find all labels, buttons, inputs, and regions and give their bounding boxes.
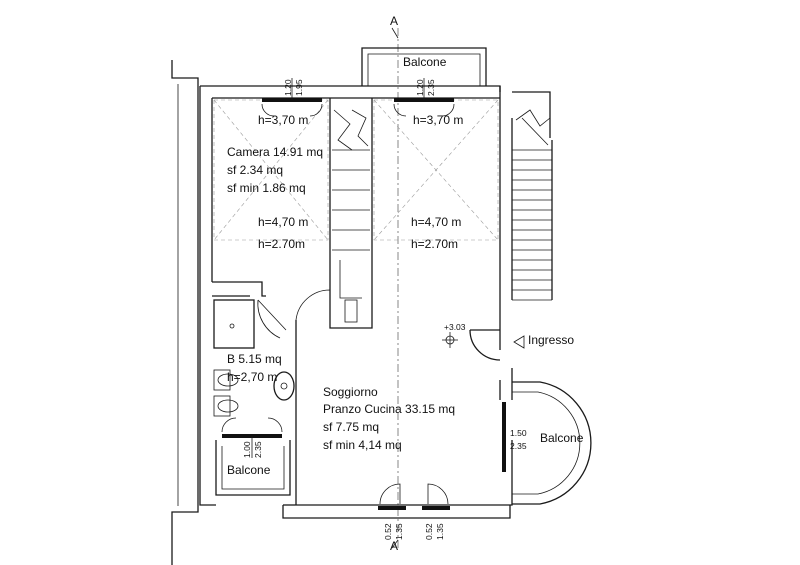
- balcony-bathroom: [215, 440, 291, 496]
- label-camera-2: sf 2.34 mq: [227, 163, 283, 177]
- dim-w-bagno-1: 1.00: [242, 441, 252, 458]
- label-camera-1: Camera 14.91 mq: [227, 145, 323, 159]
- dim-w-top-mid-1: 1.20: [415, 79, 425, 96]
- balcony-right: [512, 381, 592, 505]
- label-h-top-left: h=3,70 m: [258, 113, 308, 127]
- label-soggiorno-h1: h=4,70 m: [411, 215, 461, 229]
- dim-w-right-1: 1.50: [510, 428, 527, 438]
- dim-w-bagno-2: 2.35: [253, 441, 263, 458]
- dim-w-bottom-right-1: 0.52: [424, 523, 434, 540]
- dim-w-bottom-right-2: 1.35: [435, 523, 445, 540]
- label-h-top-right: h=3,70 m: [413, 113, 463, 127]
- level-marker-icon: [442, 332, 458, 348]
- label-camera-h1: h=4,70 m: [258, 215, 308, 229]
- label-ingresso: Ingresso: [528, 333, 574, 347]
- label-quota: +3.03: [444, 322, 466, 332]
- dim-w-bottom-left-1: 0.52: [383, 523, 393, 540]
- doors: [257, 289, 501, 361]
- label-soggiorno-4: sf min 4,14 mq: [323, 438, 402, 452]
- label-soggiorno-1: Soggiorno: [323, 385, 378, 399]
- label-soggiorno-3: sf 7.75 mq: [323, 420, 379, 434]
- bathroom-fixtures: [213, 299, 295, 417]
- dim-w-top-mid-2: 2.35: [426, 79, 436, 96]
- ceiling-guides: [213, 99, 499, 241]
- dim-w-bottom-left-2: 1.35: [394, 523, 404, 540]
- label-camera-h2: h=2.70m: [258, 237, 305, 251]
- label-bagno-2: h=2,70 m: [227, 370, 277, 384]
- exterior-stair: [511, 109, 553, 301]
- entrance-arrow-icon: [513, 335, 525, 349]
- dim-w-top-left-1: 1.20: [283, 79, 293, 96]
- label-balcone-bagno: Balcone: [227, 463, 271, 477]
- label-soggiorno-2: Pranzo Cucina 33.15 mq: [323, 402, 455, 416]
- dim-w-top-left-2: 1.95: [294, 79, 304, 96]
- walls: [171, 60, 551, 565]
- balcony-top: [361, 47, 487, 86]
- label-soggiorno-h2: h=2.70m: [411, 237, 458, 251]
- dim-w-right-2: 2.35: [510, 441, 527, 451]
- section-line: A A: [390, 14, 399, 553]
- label-balcone-top: Balcone: [403, 55, 447, 69]
- windows: [221, 78, 506, 510]
- interior-stair: [332, 109, 370, 251]
- label-bagno-1: B 5.15 mq: [227, 352, 282, 366]
- label-balcone-right: Balcone: [540, 431, 584, 445]
- section-label-top: A: [390, 14, 398, 28]
- label-camera-3: sf min 1.86 mq: [227, 181, 306, 195]
- section-label-bottom: A: [390, 539, 398, 553]
